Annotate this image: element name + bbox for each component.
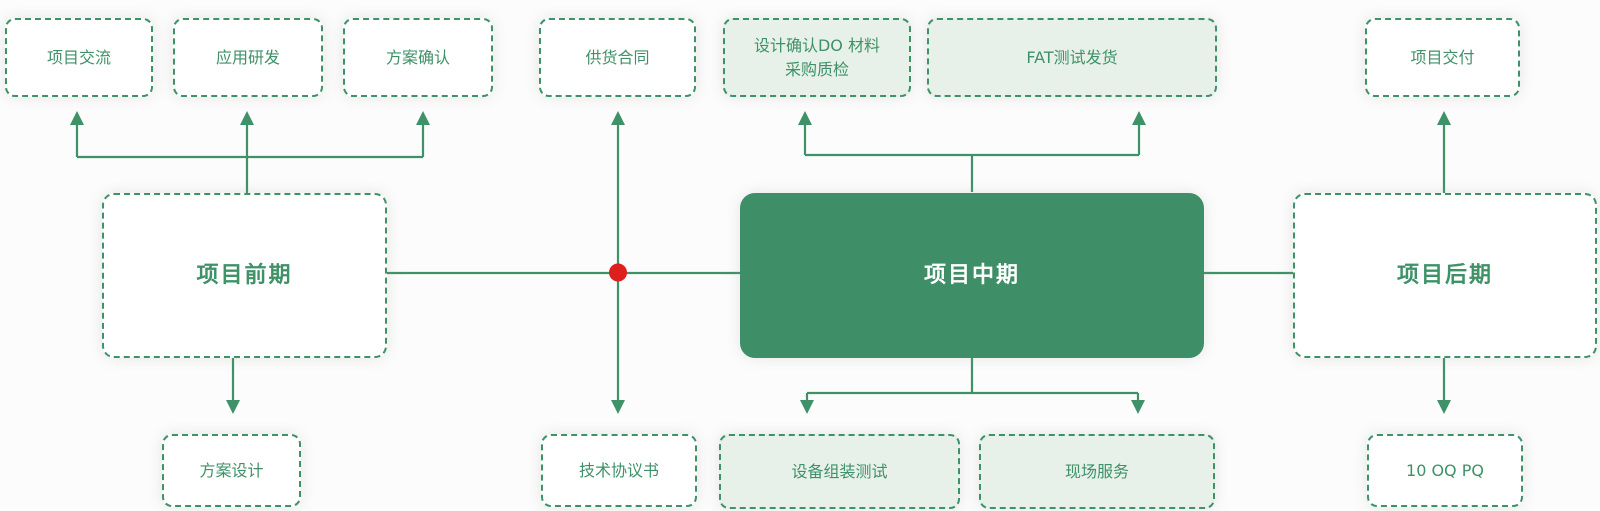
early-top-branch [70,111,430,193]
node-phase-middle: 项目中期 [740,193,1204,358]
node-project-delivery: 项目交付 [1365,18,1520,97]
phase-label: 项目中期 [923,262,1020,288]
node-label: 方案确认 [385,47,450,67]
node-label-line2: 采购质检 [784,59,849,79]
node-label: 应用研发 [215,47,280,67]
node-label: 技术协议书 [578,460,659,480]
middle-top-branch [798,111,1146,192]
node-onsite-service: 现场服务 [979,434,1215,509]
node-supply-contract: 供货合同 [539,18,696,97]
late-top-arrow [1437,111,1451,193]
node-label-line1: 设计确认DO 材料 [753,36,880,56]
node-solution-design: 方案设计 [162,434,301,507]
node-design-confirmation-procurement: 设计确认DO 材料 采购质检 [723,18,911,97]
node-label: 项目交付 [1410,47,1475,67]
phase-label: 项目前期 [196,262,293,288]
node-label: 供货合同 [585,47,650,67]
node-label: 方案设计 [199,460,264,480]
main-cross-connector [387,111,740,414]
early-bottom-arrow [226,358,240,414]
node-label: 设备组装测试 [791,461,888,481]
node-phase-early: 项目前期 [102,193,387,358]
node-equipment-assembly-test: 设备组装测试 [719,434,960,509]
middle-bottom-branch [800,358,1145,414]
node-application-rd: 应用研发 [173,18,323,97]
node-label: FAT测试发货 [1026,47,1118,67]
node-solution-confirmation: 方案确认 [343,18,493,97]
late-bottom-arrow [1437,358,1451,414]
node-project-communication: 项目交流 [5,18,153,97]
node-iq-oq-pq: 10 OQ PQ [1367,434,1523,507]
node-label: 10 OQ PQ [1406,460,1484,480]
red-dot-marker [609,263,627,282]
node-phase-late: 项目后期 [1293,193,1597,358]
phase-label: 项目后期 [1396,262,1493,288]
node-label: 现场服务 [1064,461,1129,481]
node-fat-test-shipping: FAT测试发货 [927,18,1217,97]
node-label: 项目交流 [46,47,111,67]
node-tech-agreement: 技术协议书 [541,434,697,507]
